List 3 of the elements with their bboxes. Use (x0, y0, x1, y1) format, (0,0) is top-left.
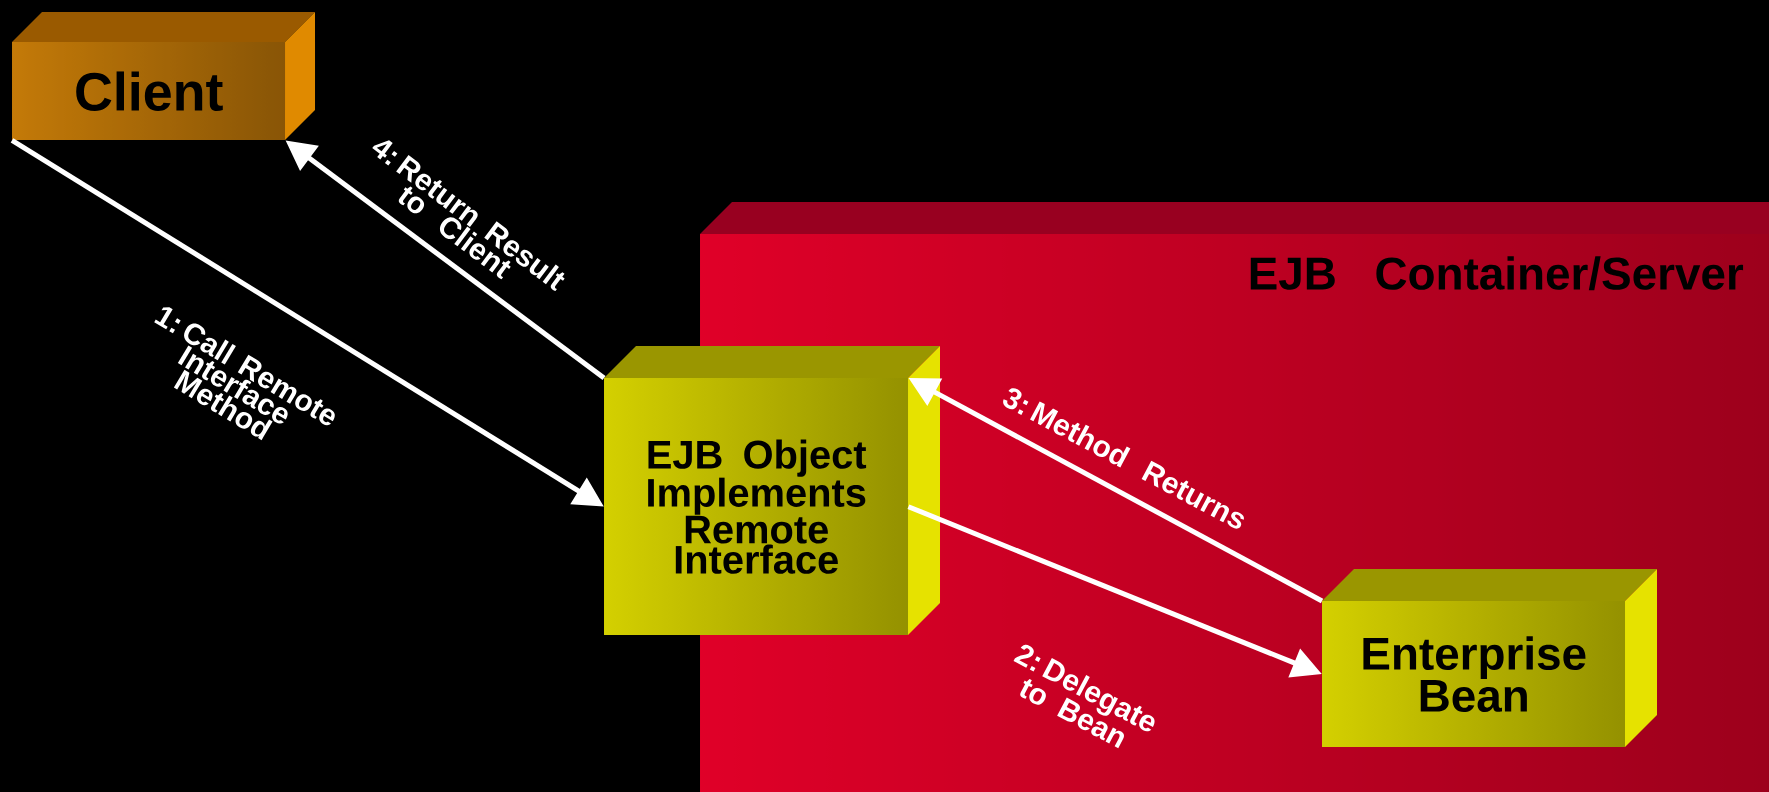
block: Client (12, 12, 315, 140)
block: Enterprise Bean (1322, 569, 1657, 747)
block: EJB Object Implements Remote Interface (604, 346, 940, 635)
